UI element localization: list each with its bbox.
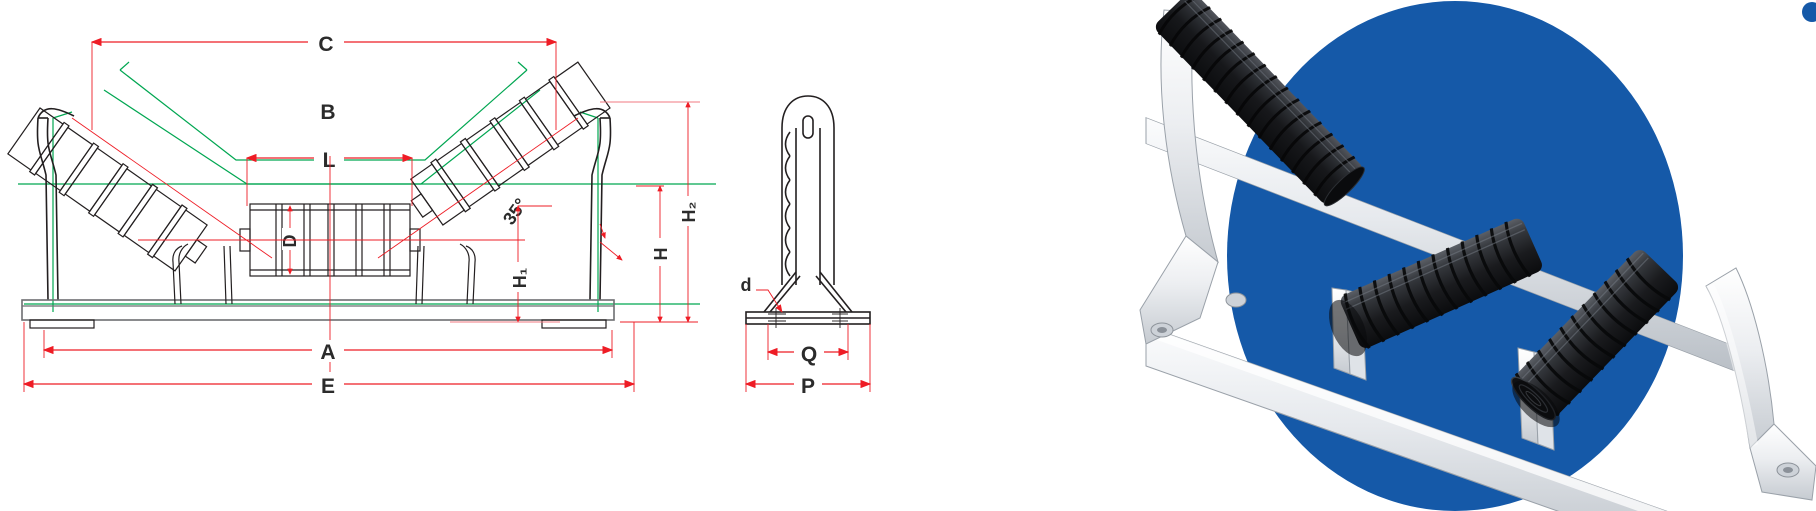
left-support-arm: [172, 243, 233, 305]
dimension-B: B: [312, 100, 344, 124]
right-roller-centerline: [377, 117, 579, 259]
dimension-H: H: [620, 185, 698, 323]
dimension-Q: Q: [766, 324, 850, 366]
dimension-E: E: [22, 322, 636, 398]
dimension-label-E: E: [321, 375, 335, 398]
impact-roller-middle: [1340, 218, 1542, 350]
roller-joint-shadow: [1328, 299, 1560, 428]
dimension-P: P: [744, 324, 872, 398]
impact-roller-left: [1155, 0, 1365, 207]
dimension-L: L: [245, 148, 414, 206]
side-view-drawing: d Q P: [741, 95, 872, 398]
dimension-d: d: [741, 275, 848, 328]
dimension-label-A: A: [320, 341, 335, 364]
left-inclined-roller: [7, 107, 208, 272]
dimension-H1: H₁: [450, 205, 560, 323]
dimension-label-H1: H₁: [510, 268, 530, 288]
left-roller-centerline: [71, 117, 273, 259]
front-view-drawing: C B L D 35°: [7, 32, 716, 398]
dimension-H2: H₂: [600, 101, 701, 323]
bracket-outline: [745, 95, 871, 325]
right-inclined-roller: [409, 61, 611, 226]
left-end-stand: [1139, 9, 1219, 345]
dimension-label-P: P: [801, 375, 815, 398]
product-photo: [1139, 0, 1816, 511]
green-reference-lines: [18, 61, 716, 312]
dimension-label-L: L: [323, 149, 336, 172]
angle-annotation-35: 35°: [499, 195, 623, 261]
dimension-label-Q: Q: [801, 343, 817, 366]
dimension-label-H: H: [651, 248, 671, 261]
dimension-label-C: C: [318, 33, 333, 56]
dimension-A: A: [42, 330, 614, 364]
dimension-label-H2: H₂: [679, 202, 699, 223]
dimension-label-B: B: [320, 101, 335, 124]
corner-accent-dot: [1802, 2, 1816, 22]
idler-frame-outline: [21, 107, 615, 329]
dimension-label-d: d: [741, 275, 752, 295]
right-end-stand: [1705, 267, 1816, 501]
dimension-label-D: D: [280, 235, 300, 248]
dimension-C: C: [90, 32, 558, 130]
right-support-arm: [415, 243, 476, 305]
angle-label-35: 35°: [499, 195, 531, 229]
